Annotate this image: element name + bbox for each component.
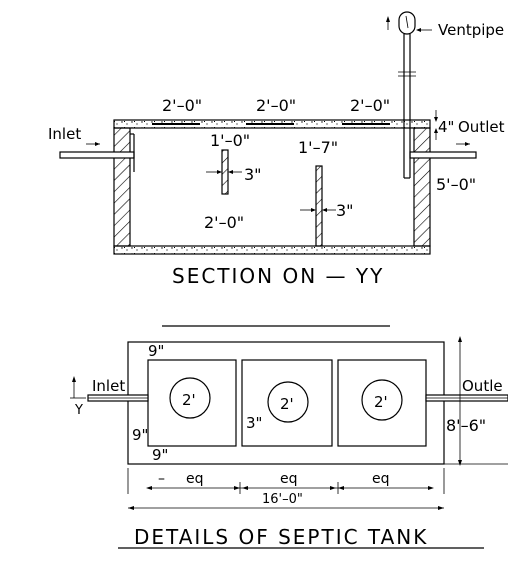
slab-dim-1: 2'–0" (162, 96, 202, 115)
wall-top-dim: 9" (148, 342, 164, 360)
width-dim: 8'–6" (446, 416, 486, 435)
plan-outlet-label: Outle (462, 377, 503, 395)
bottom-slab (113, 245, 431, 255)
baffle-1-top-dim: 1'–0" (210, 131, 250, 150)
wall-bottom-dim: 9" (152, 446, 168, 464)
eq-dash: – (158, 471, 165, 487)
baffle-1 (221, 149, 229, 195)
inlet-arrowhead (95, 142, 100, 146)
section-mark-left: Y (74, 403, 83, 418)
chamber-2-size: 2' (280, 395, 294, 413)
left-wall (113, 127, 131, 247)
section-view: Inlet Ventpipe 4" Outlet 2'–0" 2'–0" 2'–… (48, 11, 505, 288)
plan-view: Inlet Outle Y 9" 9" 9" 3" 8'–6" 2' 2' 2'… (70, 325, 508, 549)
baffle-1-thickness: 3" (244, 165, 262, 184)
plan-inlet-label: Inlet (92, 377, 125, 395)
eq-label-2: eq (280, 471, 298, 487)
right-wall (413, 127, 431, 247)
chamber-3-size: 2' (374, 393, 388, 411)
slab-dim-2: 2'–0" (256, 96, 296, 115)
section-inlet-label: Inlet (48, 125, 81, 143)
chamber-2 (241, 359, 333, 447)
tank-outer (127, 341, 445, 465)
baffle-2-thickness: 3" (336, 201, 354, 220)
chamber-3 (337, 359, 427, 447)
length-dim: 16'–0" (262, 492, 303, 507)
eq-label-1: eq (186, 471, 204, 487)
plan-title: DETAILS OF SEPTIC TANK (134, 525, 428, 549)
wall-left-dim: 9" (132, 426, 148, 444)
slab-dim-3: 2'–0" (350, 96, 390, 115)
eq-label-3: eq (372, 471, 390, 487)
manhole-2 (267, 381, 309, 423)
manhole-3 (361, 379, 403, 421)
section-outlet-label: Outlet (458, 118, 505, 136)
ventpipe-label: Ventpipe (438, 21, 504, 39)
outlet-size-label: 4" (438, 118, 454, 136)
chamber-1 (147, 359, 237, 447)
inlet-pipe (59, 151, 135, 159)
baffle-2 (315, 165, 323, 247)
baffle-2-top-dim: 1'–7" (298, 138, 338, 157)
baffle-1-bottom-dim: 2'–0" (204, 213, 244, 232)
manhole-1 (169, 377, 211, 419)
partition-dim: 3" (246, 414, 262, 432)
chamber-1-size: 2' (182, 391, 196, 409)
depth-dim: 5'–0" (436, 175, 476, 194)
outlet-pipe (409, 151, 477, 159)
section-title: SECTION ON — YY (172, 264, 384, 288)
